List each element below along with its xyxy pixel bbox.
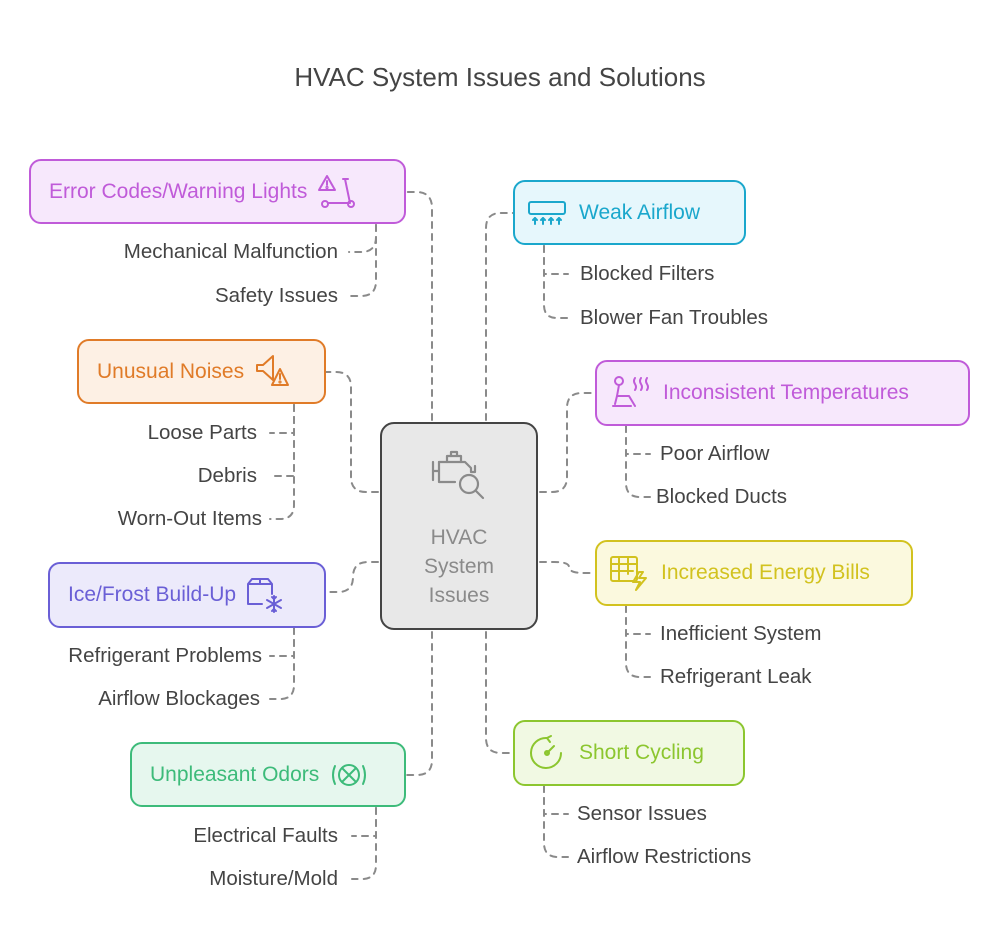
- connector-leaf-moisture: [351, 807, 377, 880]
- leaf-worn-out-items: Worn-Out Items: [117, 507, 262, 530]
- leaf-mechanical-malfunction: Mechanical Malfunction: [123, 240, 338, 263]
- leaf-inefficient-system: Inefficient System: [660, 622, 822, 645]
- leaf-sensor-issues: Sensor Issues: [577, 802, 707, 825]
- connector-leaf-debris: [269, 404, 295, 477]
- issue-weak-airflow[interactable]: Weak Airflow: [513, 180, 746, 245]
- issue-energy-bills[interactable]: Increased Energy Bills: [595, 540, 913, 606]
- issue-ice-frost[interactable]: Ice/Frost Build-Up: [48, 562, 326, 628]
- connector-leaf-electrical: [351, 807, 377, 837]
- issue-short-cycling[interactable]: Short Cycling: [513, 720, 745, 786]
- leaf-airflow-restrictions: Airflow Restrictions: [577, 845, 752, 868]
- issue-unusual-noises-label: Unusual Noises: [97, 359, 245, 383]
- connector-leaf-worn-out: [269, 404, 295, 520]
- scooter-warning-icon: [317, 173, 357, 211]
- issue-error-codes-label: Error Codes/Warning Lights: [49, 179, 308, 203]
- leaf-moisture-mold: Moisture/Mold: [209, 867, 338, 890]
- connector-leaf-refrigerant-problems: [269, 627, 295, 657]
- leaf-poor-airflow: Poor Airflow: [660, 442, 770, 465]
- leaf-airflow-blockages: Airflow Blockages: [98, 687, 260, 710]
- bill-lightning-icon: [609, 554, 649, 592]
- connector-leaf-blocked-ducts: [625, 425, 651, 498]
- issue-unpleasant-odors[interactable]: Unpleasant Odors: [130, 742, 406, 807]
- leaf-blower-fan-troubles: Blower Fan Troubles: [580, 306, 769, 329]
- connector-energy-bills: [539, 561, 595, 574]
- connector-leaf-refrigerant-leak: [625, 605, 651, 678]
- connector-leaf-blower-fan: [543, 245, 569, 319]
- issue-error-codes[interactable]: Error Codes/Warning Lights: [29, 159, 406, 224]
- speaker-warning-icon: [254, 353, 294, 391]
- issue-short-cycling-label: Short Cycling: [579, 741, 704, 764]
- issue-inconsistent-temperatures-label: Inconsistent Temperatures: [663, 381, 909, 404]
- no-odor-icon: [329, 758, 369, 792]
- person-heat-icon: [609, 374, 651, 412]
- engine-search-icon: [427, 448, 491, 509]
- connector-leaf-airflow-restrictions: [543, 785, 569, 858]
- leaf-refrigerant-problems: Refrigerant Problems: [68, 644, 262, 667]
- leaf-blocked-filters: Blocked Filters: [580, 262, 715, 285]
- leaf-refrigerant-leak: Refrigerant Leak: [660, 665, 812, 688]
- issue-ice-frost-label: Ice/Frost Build-Up: [68, 583, 237, 606]
- issue-unusual-noises[interactable]: Unusual Noises: [77, 339, 326, 404]
- cycle-gauge-icon: [527, 734, 567, 772]
- center-label: HVAC System Issues: [423, 526, 494, 607]
- connector-ice-frost: [325, 561, 379, 593]
- connector-leaf-inefficient: [625, 605, 651, 635]
- diagram-title: HVAC System Issues and Solutions: [294, 62, 706, 92]
- issue-unpleasant-odors-label: Unpleasant Odors: [150, 762, 320, 786]
- connector-leaf-sensor: [543, 785, 569, 815]
- connector-unusual-noises: [325, 371, 379, 493]
- connector-error-codes: [405, 191, 433, 421]
- issue-inconsistent-temperatures[interactable]: Inconsistent Temperatures: [595, 360, 970, 426]
- connector-leaf-safety: [348, 224, 377, 297]
- center-node[interactable]: HVAC System Issues: [380, 422, 538, 630]
- connector-odors: [405, 631, 433, 776]
- issue-energy-bills-label: Increased Energy Bills: [661, 561, 870, 584]
- vent-airflow-icon: [527, 198, 567, 228]
- leaf-electrical-faults: Electrical Faults: [193, 824, 338, 847]
- connector-group: [269, 191, 651, 880]
- connector-leaf-airflow-blockages: [269, 627, 295, 700]
- connector-leaf-blocked-filters: [543, 245, 569, 275]
- issue-weak-airflow-label: Weak Airflow: [579, 200, 700, 224]
- leaf-debris: Debris: [197, 464, 257, 487]
- connector-leaf-mechanical: [348, 224, 377, 253]
- connector-weak-airflow: [485, 212, 514, 421]
- connector-short-cycling: [485, 631, 514, 754]
- box-snowflake-icon: [246, 576, 286, 614]
- connector-leaf-loose-parts: [269, 404, 295, 434]
- connector-inconsistent-temperatures: [539, 392, 595, 493]
- connector-leaf-poor-airflow: [625, 425, 651, 455]
- leaf-blocked-ducts: Blocked Ducts: [656, 485, 788, 508]
- leaf-loose-parts: Loose Parts: [147, 421, 257, 444]
- leaf-safety-issues: Safety Issues: [214, 284, 338, 307]
